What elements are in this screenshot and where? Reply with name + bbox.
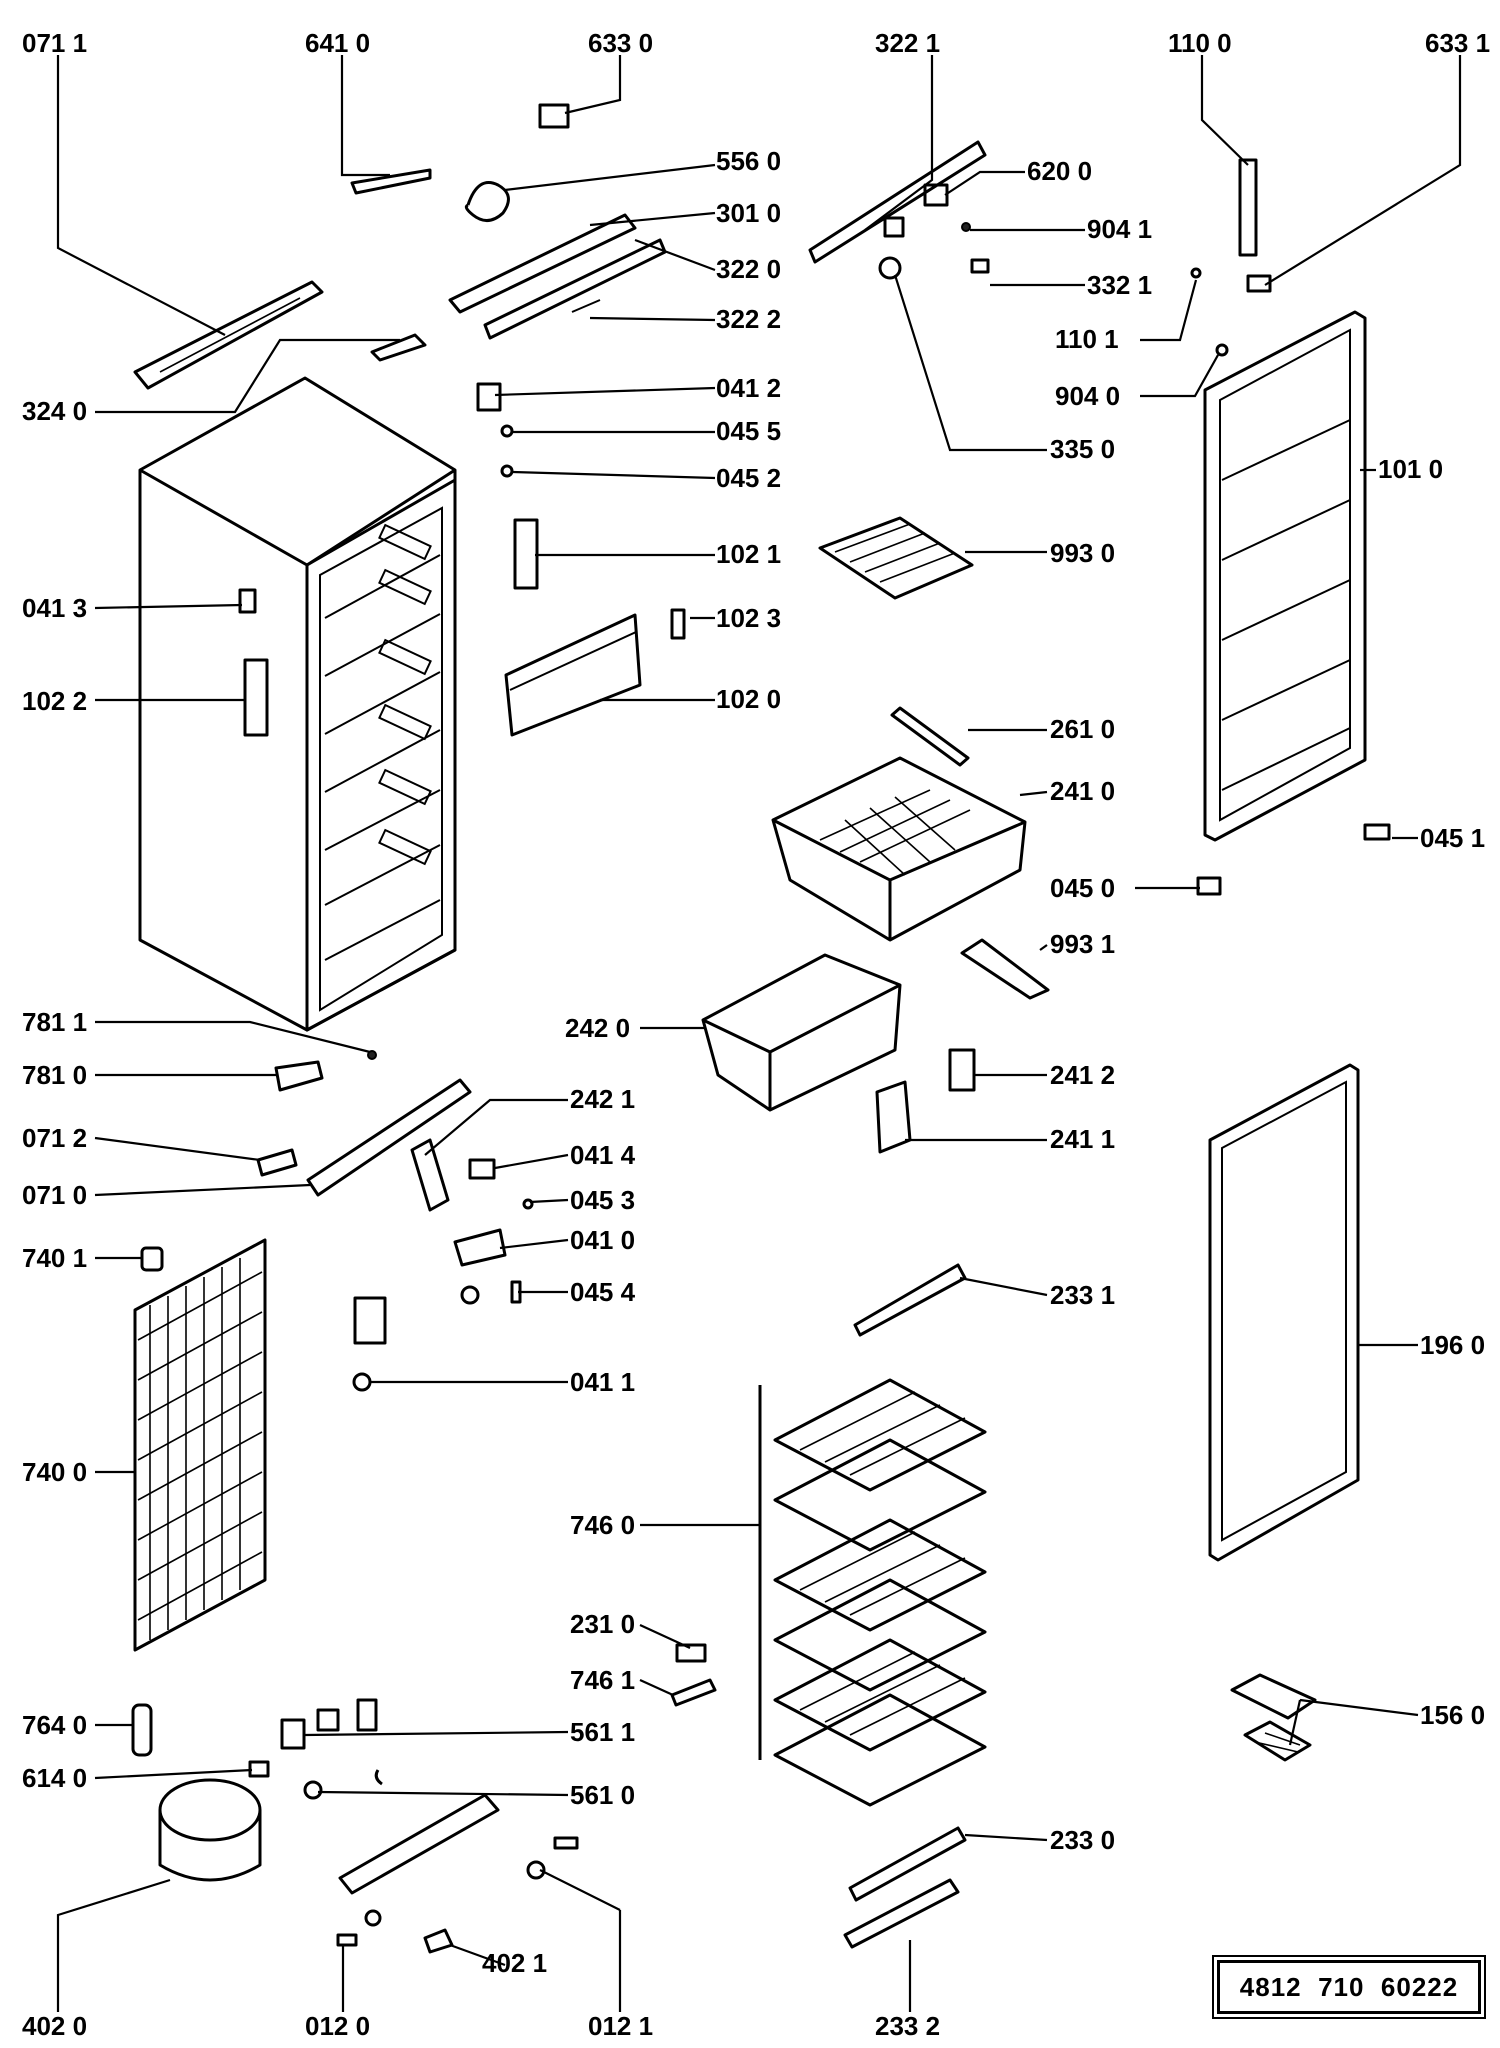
label-045-0: 045 0	[1050, 873, 1115, 903]
label-041-0: 041 0	[570, 1225, 635, 1255]
bar-233-0-drawing	[848, 1826, 967, 1902]
label-012-0: 012 0	[305, 2011, 370, 2041]
document-number: 4812 710 60222	[1239, 1971, 1459, 2002]
clip-241-1-drawing	[875, 1080, 912, 1154]
label-633-0: 633 0	[588, 28, 653, 58]
document-number-box: 4812 710 60222	[1212, 1955, 1486, 2019]
condenser-drawing	[133, 1238, 267, 1652]
label-904-0: 904 0	[1055, 381, 1120, 411]
label-233-2: 233 2	[875, 2011, 940, 2041]
label-110-1: 110 1	[1055, 324, 1119, 354]
shelf-front-drawing	[504, 608, 686, 737]
bar-993-1-drawing	[960, 938, 1050, 1000]
bottom-small-parts-drawing	[336, 1793, 579, 1954]
label-110-0: 110 0	[1168, 28, 1232, 58]
label-102-2: 102 2	[22, 686, 87, 716]
leader-lines	[56, 55, 1462, 2012]
label-233-0: 233 0	[1050, 1825, 1115, 1855]
label-231-0: 231 0	[570, 1609, 635, 1639]
label-241-1: 241 1	[1050, 1124, 1115, 1154]
label-012-1: 012 1	[588, 2011, 653, 2041]
label-402-0: 402 0	[22, 2011, 87, 2041]
label-781-1: 781 1	[22, 1007, 87, 1037]
door-drawing	[1203, 310, 1367, 842]
label-402-1: 402 1	[482, 1948, 547, 1978]
label-241-0: 241 0	[1050, 776, 1115, 806]
label-993-1: 993 1	[1050, 929, 1115, 959]
label-301-0: 301 0	[716, 198, 781, 228]
label-633-1: 633 1	[1425, 28, 1490, 58]
drawer-small-drawing	[701, 953, 902, 1112]
label-233-1: 233 1	[1050, 1280, 1115, 1310]
label-045-1: 045 1	[1420, 823, 1485, 853]
label-041-2: 041 2	[716, 373, 781, 403]
label-242-1: 242 1	[570, 1084, 635, 1114]
label-746-1: 746 1	[570, 1665, 635, 1695]
label-102-0: 102 0	[716, 684, 781, 714]
label-322-1: 322 1	[875, 28, 940, 58]
bar-261-drawing	[890, 706, 970, 767]
label-102-3: 102 3	[716, 603, 781, 633]
label-041-3: 041 3	[22, 593, 87, 623]
small-parts-top-drawing	[238, 103, 667, 737]
label-324-0: 324 0	[22, 396, 87, 426]
clip-241-2-drawing	[948, 1048, 976, 1092]
cabinet-body-drawing	[138, 376, 457, 1032]
label-904-1: 904 1	[1087, 214, 1152, 244]
part-number-labels: 071 1 641 0 633 0 322 1 110 0 633 1 556 …	[22, 28, 1490, 2041]
wire-shelves-drawing	[758, 1378, 987, 1807]
label-561-1: 561 1	[570, 1717, 635, 1747]
label-764-0: 764 0	[22, 1710, 87, 1740]
hinge-045-0-drawing	[1196, 876, 1222, 896]
label-746-0: 746 0	[570, 1510, 635, 1540]
label-045-5: 045 5	[716, 416, 781, 446]
label-641-0: 641 0	[305, 28, 370, 58]
label-045-3: 045 3	[570, 1185, 635, 1215]
label-332-1: 332 1	[1087, 270, 1152, 300]
bar-233-2-drawing	[843, 1878, 960, 1949]
label-993-0: 993 0	[1050, 538, 1115, 568]
label-045-4: 045 4	[570, 1277, 636, 1307]
label-242-0: 242 0	[565, 1013, 630, 1043]
label-102-1: 102 1	[716, 539, 781, 569]
label-196-0: 196 0	[1420, 1330, 1485, 1360]
ice-tray-top-drawing	[818, 516, 974, 600]
label-041-1: 041 1	[570, 1367, 635, 1397]
hinge-045-1-drawing	[1363, 823, 1391, 841]
label-071-2: 071 2	[22, 1123, 87, 1153]
door-gasket-drawing	[1208, 1063, 1360, 1562]
label-614-0: 614 0	[22, 1763, 87, 1793]
label-556-0: 556 0	[716, 146, 781, 176]
label-241-2: 241 2	[1050, 1060, 1115, 1090]
label-156-0: 156 0	[1420, 1700, 1485, 1730]
label-740-0: 740 0	[22, 1457, 87, 1487]
label-101-0: 101 0	[1378, 454, 1443, 484]
ice-cube-tray-drawing	[1230, 1673, 1317, 1762]
label-071-1: 071 1	[22, 28, 87, 58]
drawer-large-drawing	[771, 756, 1027, 942]
label-781-0: 781 0	[22, 1060, 87, 1090]
part-746-1-drawing	[670, 1678, 717, 1707]
label-322-2: 322 2	[716, 304, 781, 334]
label-041-4: 041 4	[570, 1140, 636, 1170]
bar-233-1-drawing	[853, 1263, 967, 1337]
label-335-0: 335 0	[1050, 434, 1115, 464]
compressor-drawing	[131, 1698, 383, 1882]
bottom-front-parts-drawing	[256, 1050, 534, 1392]
label-740-1: 740 1	[22, 1243, 87, 1273]
label-561-0: 561 0	[570, 1780, 635, 1810]
label-322-0: 322 0	[716, 254, 781, 284]
part-231-0-drawing	[675, 1643, 707, 1663]
label-261-0: 261 0	[1050, 714, 1115, 744]
label-620-0: 620 0	[1027, 156, 1092, 186]
label-071-0: 071 0	[22, 1180, 87, 1210]
top-strip-drawing	[133, 280, 324, 390]
label-045-2: 045 2	[716, 463, 781, 493]
top-right-small-parts-drawing	[808, 140, 1272, 357]
